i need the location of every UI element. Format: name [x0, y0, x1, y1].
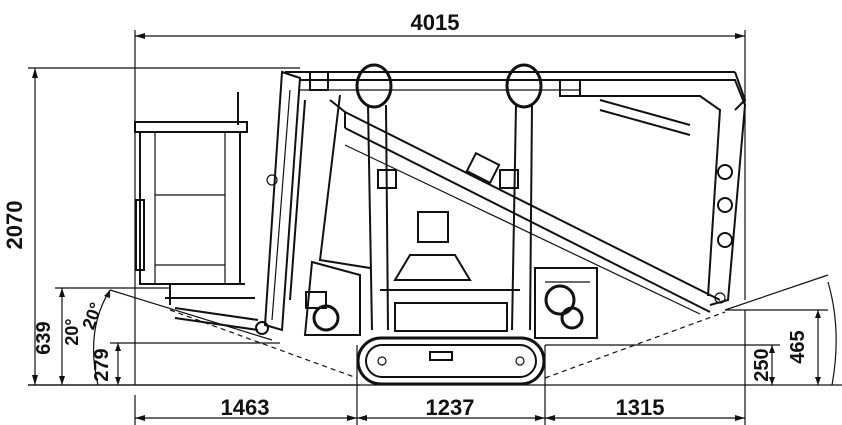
dimension-labels: 4015 2070 1463 1237 1315 639 20° 20° 279… — [2, 10, 809, 420]
basket — [134, 92, 255, 305]
jib-cylinder — [174, 307, 269, 335]
dim-rear-overhang: 1463 — [221, 395, 270, 420]
boom-pulley-left — [355, 63, 393, 109]
right-boom-arm — [580, 79, 747, 306]
machine-outline — [134, 63, 747, 386]
dim-front-clearance: 250 — [751, 348, 773, 381]
approach-angle-lines — [109, 274, 829, 379]
dim-front-height: 465 — [787, 330, 809, 363]
masts — [367, 104, 533, 331]
dim-track-length: 1237 — [426, 395, 475, 420]
dim-rear-clearance: 279 — [91, 348, 113, 381]
dimension-lines — [28, 30, 842, 425]
jib-arm — [263, 70, 306, 332]
left-outrigger — [303, 260, 361, 336]
turret — [318, 94, 520, 332]
crawler-track — [356, 336, 546, 386]
dim-rear-angle: 20° — [62, 318, 82, 345]
right-engine — [534, 267, 598, 339]
dim-rear-height: 639 — [33, 321, 55, 354]
boom-pulley-right — [505, 63, 543, 109]
dim-overall-height: 2070 — [2, 201, 27, 250]
dim-overall-length: 4015 — [411, 10, 460, 35]
main-boom — [329, 99, 721, 315]
dim-front-overhang: 1315 — [616, 395, 665, 420]
